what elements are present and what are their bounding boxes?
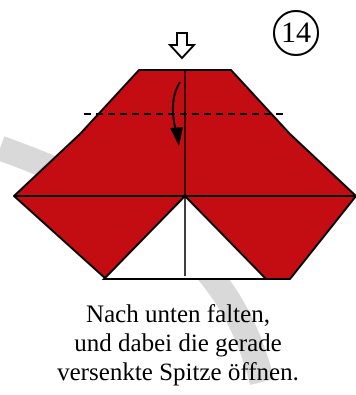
fold-arrow-head <box>170 127 183 146</box>
circled-number-icon <box>273 10 319 56</box>
instruction-caption: Nach unten falten, und dabei die gerade … <box>0 300 356 387</box>
caption-line: und dabei die gerade <box>74 330 282 357</box>
caption-line: versenkte Spitze öffnen. <box>57 359 299 386</box>
step-number: 14 <box>281 16 311 49</box>
caption-line: Nach unten falten, <box>86 301 270 328</box>
down-arrow-outline-icon <box>167 32 197 60</box>
curved-fold-arrow-icon <box>171 81 181 132</box>
